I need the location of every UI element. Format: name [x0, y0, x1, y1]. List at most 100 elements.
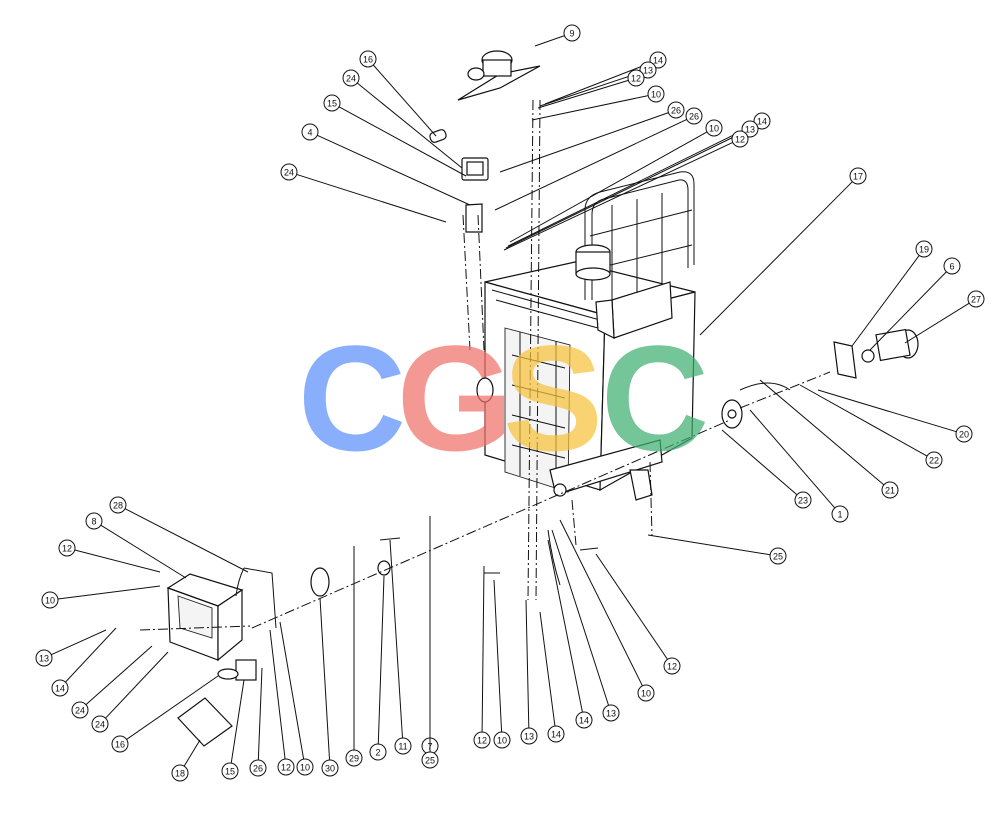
- callout-leader-line: [493, 579, 503, 733]
- callout-8: 10: [509, 119, 723, 243]
- callout-circle: [647, 85, 665, 103]
- callout-leader-line: [269, 629, 286, 760]
- callout-leader-line: [377, 575, 385, 745]
- callout-24: 1: [749, 409, 849, 523]
- callout-leader-line: [494, 118, 687, 211]
- main-cabinet: [476, 261, 696, 501]
- callout-circle: [955, 425, 973, 443]
- callout-number: 12: [667, 662, 677, 672]
- callout-number: 10: [497, 736, 507, 746]
- callout-number: 6: [949, 262, 954, 272]
- callout-leader-line: [499, 112, 669, 173]
- callout-leader-line: [817, 389, 957, 433]
- callout-leader-line: [372, 64, 437, 137]
- callout-leader-line: [647, 534, 771, 556]
- callout-20: 27: [904, 290, 985, 344]
- callout-leader-line: [57, 585, 161, 600]
- motor-assembly: [833, 328, 919, 379]
- callout-37: 15: [221, 679, 245, 780]
- callout-15: 4: [301, 123, 471, 206]
- callout-circle: [280, 163, 298, 181]
- callout-number: 15: [327, 99, 337, 109]
- callout-circle: [221, 762, 239, 780]
- callout-number: 26: [689, 112, 699, 122]
- callout-leader-line: [851, 255, 920, 347]
- callout-number: 19: [919, 245, 929, 255]
- watermark-letter-3: S: [503, 314, 603, 482]
- callout-number: 2: [375, 748, 380, 758]
- callout-number: 13: [745, 125, 755, 135]
- callout-39: 12: [269, 629, 295, 776]
- callout-46: 25: [421, 520, 439, 769]
- callout-number: 24: [284, 168, 294, 178]
- callout-leader-line: [509, 131, 708, 243]
- callout-42: 29: [345, 546, 363, 767]
- callout-leader-line: [105, 651, 169, 719]
- callout-circle: [520, 727, 538, 745]
- callout-leader-line: [126, 675, 219, 740]
- callout-leader-line: [317, 134, 471, 206]
- callout-number: 16: [115, 740, 125, 750]
- callout-number: 25: [425, 756, 435, 766]
- callout-circle: [575, 711, 593, 729]
- callout-leader-line: [551, 529, 610, 706]
- callout-number: 28: [113, 501, 123, 511]
- callout-leader-line: [869, 271, 947, 351]
- assembly-axes: [139, 99, 831, 631]
- callout-16: 24: [280, 163, 447, 223]
- callout-43: 2: [369, 575, 387, 761]
- callout-leader-line: [356, 82, 463, 169]
- callout-36: 18: [171, 739, 201, 782]
- callout-4: 12: [537, 69, 645, 109]
- callout-number: 4: [307, 128, 312, 138]
- callout-26: 25: [647, 534, 787, 565]
- callout-51: 14: [547, 539, 593, 729]
- callout-circle: [85, 512, 103, 530]
- callout-circle: [171, 764, 189, 782]
- callout-29: 12: [58, 539, 161, 573]
- callout-leader-line: [534, 35, 565, 47]
- callout-circle: [421, 751, 439, 769]
- callout-38: 26: [249, 667, 267, 777]
- callout-leader-line: [544, 62, 651, 105]
- callout-32: 14: [51, 627, 117, 697]
- callout-circle: [967, 290, 985, 308]
- callout-number: 10: [641, 689, 651, 699]
- callout-circle: [493, 731, 511, 749]
- callout-circle: [109, 496, 127, 514]
- watermark-letter-2: G: [397, 314, 514, 482]
- callout-circle: [342, 69, 360, 87]
- callout-circle: [394, 737, 412, 755]
- callout-number: 13: [524, 732, 534, 742]
- callout-number: 9: [569, 29, 574, 39]
- callout-number: 29: [349, 754, 359, 764]
- callout-circle: [51, 679, 69, 697]
- callout-leader-line: [100, 524, 187, 579]
- callout-number: 25: [773, 552, 783, 562]
- callout-number: 24: [346, 74, 356, 84]
- callout-number: 24: [75, 706, 85, 716]
- watermark-letter-4: C: [601, 314, 709, 482]
- callout-circle: [685, 107, 703, 125]
- callout-number: 14: [579, 716, 589, 726]
- callout-14: 15: [323, 94, 467, 177]
- callout-3: 13: [539, 61, 657, 107]
- callout-number: 10: [45, 596, 55, 606]
- callout-41: 30: [319, 597, 339, 777]
- callout-circle: [369, 743, 387, 761]
- cgsc-watermark: C G S C: [298, 314, 709, 482]
- callout-circle: [627, 69, 645, 87]
- callout-circle: [915, 240, 933, 258]
- callout-48: 10: [493, 579, 511, 749]
- callout-leader-line: [74, 549, 161, 573]
- callout-leader-line: [338, 106, 467, 177]
- callout-circle: [277, 758, 295, 776]
- callout-23: 21: [759, 379, 899, 499]
- callout-number: 12: [631, 74, 641, 84]
- callout-number: 24: [95, 720, 105, 730]
- callout-number: 26: [253, 764, 263, 774]
- callout-30: 10: [41, 585, 161, 609]
- callout-leader-line: [799, 384, 928, 457]
- callout-leader-line: [595, 553, 668, 660]
